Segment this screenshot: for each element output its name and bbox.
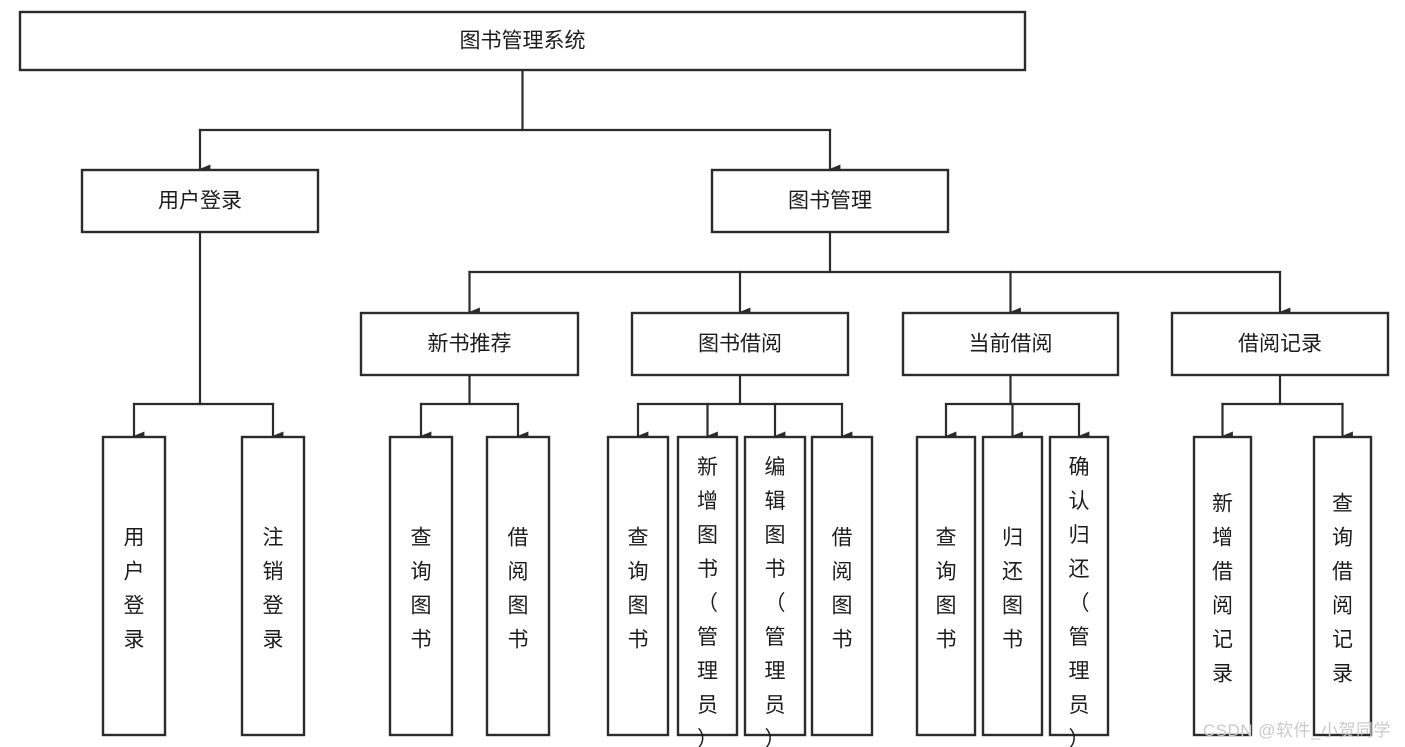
node-leaf-9[interactable]: 归还图书: [981, 435, 1044, 737]
node-label: 用户登录: [124, 527, 145, 652]
node-box: [388, 435, 454, 737]
node-l3-0[interactable]: 新书推荐: [359, 311, 580, 377]
node-label: 查询借阅记录: [1332, 493, 1353, 686]
node-leaf-5[interactable]: 新增图书（管理员）: [676, 435, 739, 747]
node-box: [915, 435, 977, 737]
node-label: 借阅图书: [508, 527, 529, 652]
node-label: 归还图书: [1002, 527, 1023, 652]
node-label: 图书管理系统: [460, 30, 586, 53]
node-box: [101, 435, 167, 737]
node-leaf-0[interactable]: 用户登录: [101, 435, 167, 737]
node-box: [485, 435, 551, 737]
csdn-watermark: CSDN @软件_小贺同学: [1202, 721, 1391, 740]
node-box: [810, 435, 874, 737]
node-label: 新书推荐: [428, 333, 512, 356]
node-box: [630, 311, 850, 377]
node-box: [359, 311, 580, 377]
node-l3-2[interactable]: 当前借阅: [901, 311, 1120, 377]
node-box: [606, 435, 670, 737]
node-leaf-6[interactable]: 编辑图书（管理员）: [743, 435, 807, 747]
node-label: 当前借阅: [969, 333, 1053, 356]
node-label: 新增借阅记录: [1212, 493, 1233, 686]
connector-layer: [132, 68, 1353, 441]
node-layer: 图书管理系统用户登录图书管理新书推荐图书借阅当前借阅借阅记录用户登录注销登录查询…: [18, 10, 1390, 747]
node-box: [1312, 435, 1373, 737]
node-label: 用户登录: [158, 190, 242, 213]
node-label: 图书管理: [788, 190, 872, 213]
node-box: [240, 435, 306, 737]
node-l3-3[interactable]: 借阅记录: [1170, 311, 1390, 377]
node-box: [743, 435, 807, 737]
node-leaf-10[interactable]: 确认归还（管理员）: [1048, 435, 1110, 747]
node-leaf-11[interactable]: 新增借阅记录: [1192, 435, 1253, 737]
node-box: [981, 435, 1044, 737]
node-box: [1048, 435, 1110, 737]
node-leaf-12[interactable]: 查询借阅记录: [1312, 435, 1373, 737]
node-label: 确认归还（管理员）: [1069, 456, 1090, 747]
node-box: [18, 10, 1027, 72]
node-label: 编辑图书（管理员）: [765, 456, 786, 747]
node-leaf-3[interactable]: 借阅图书: [485, 435, 551, 737]
node-box: [676, 435, 739, 737]
node-leaf-8[interactable]: 查询图书: [915, 435, 977, 737]
node-label: 注销登录: [263, 527, 284, 652]
node-l3-1[interactable]: 图书借阅: [630, 311, 850, 377]
node-label: 查询图书: [628, 527, 649, 652]
node-label: 图书借阅: [698, 333, 782, 356]
node-label: 新增图书（管理员）: [697, 456, 718, 747]
node-box: [1192, 435, 1253, 737]
node-leaf-1[interactable]: 注销登录: [240, 435, 306, 737]
node-box: [901, 311, 1120, 377]
node-leaf-7[interactable]: 借阅图书: [810, 435, 874, 737]
node-leaf-4[interactable]: 查询图书: [606, 435, 670, 737]
node-root-0[interactable]: 图书管理系统: [18, 10, 1027, 72]
node-leaf-2[interactable]: 查询图书: [388, 435, 454, 737]
node-box: [1170, 311, 1390, 377]
node-l2-1[interactable]: 图书管理: [710, 168, 950, 234]
node-box: [80, 168, 320, 234]
node-label: 借阅图书: [832, 527, 853, 652]
node-label: 查询图书: [411, 527, 432, 652]
node-l2-0[interactable]: 用户登录: [80, 168, 320, 234]
node-label: 借阅记录: [1238, 333, 1322, 356]
node-box: [710, 168, 950, 234]
node-label: 查询图书: [936, 527, 957, 652]
